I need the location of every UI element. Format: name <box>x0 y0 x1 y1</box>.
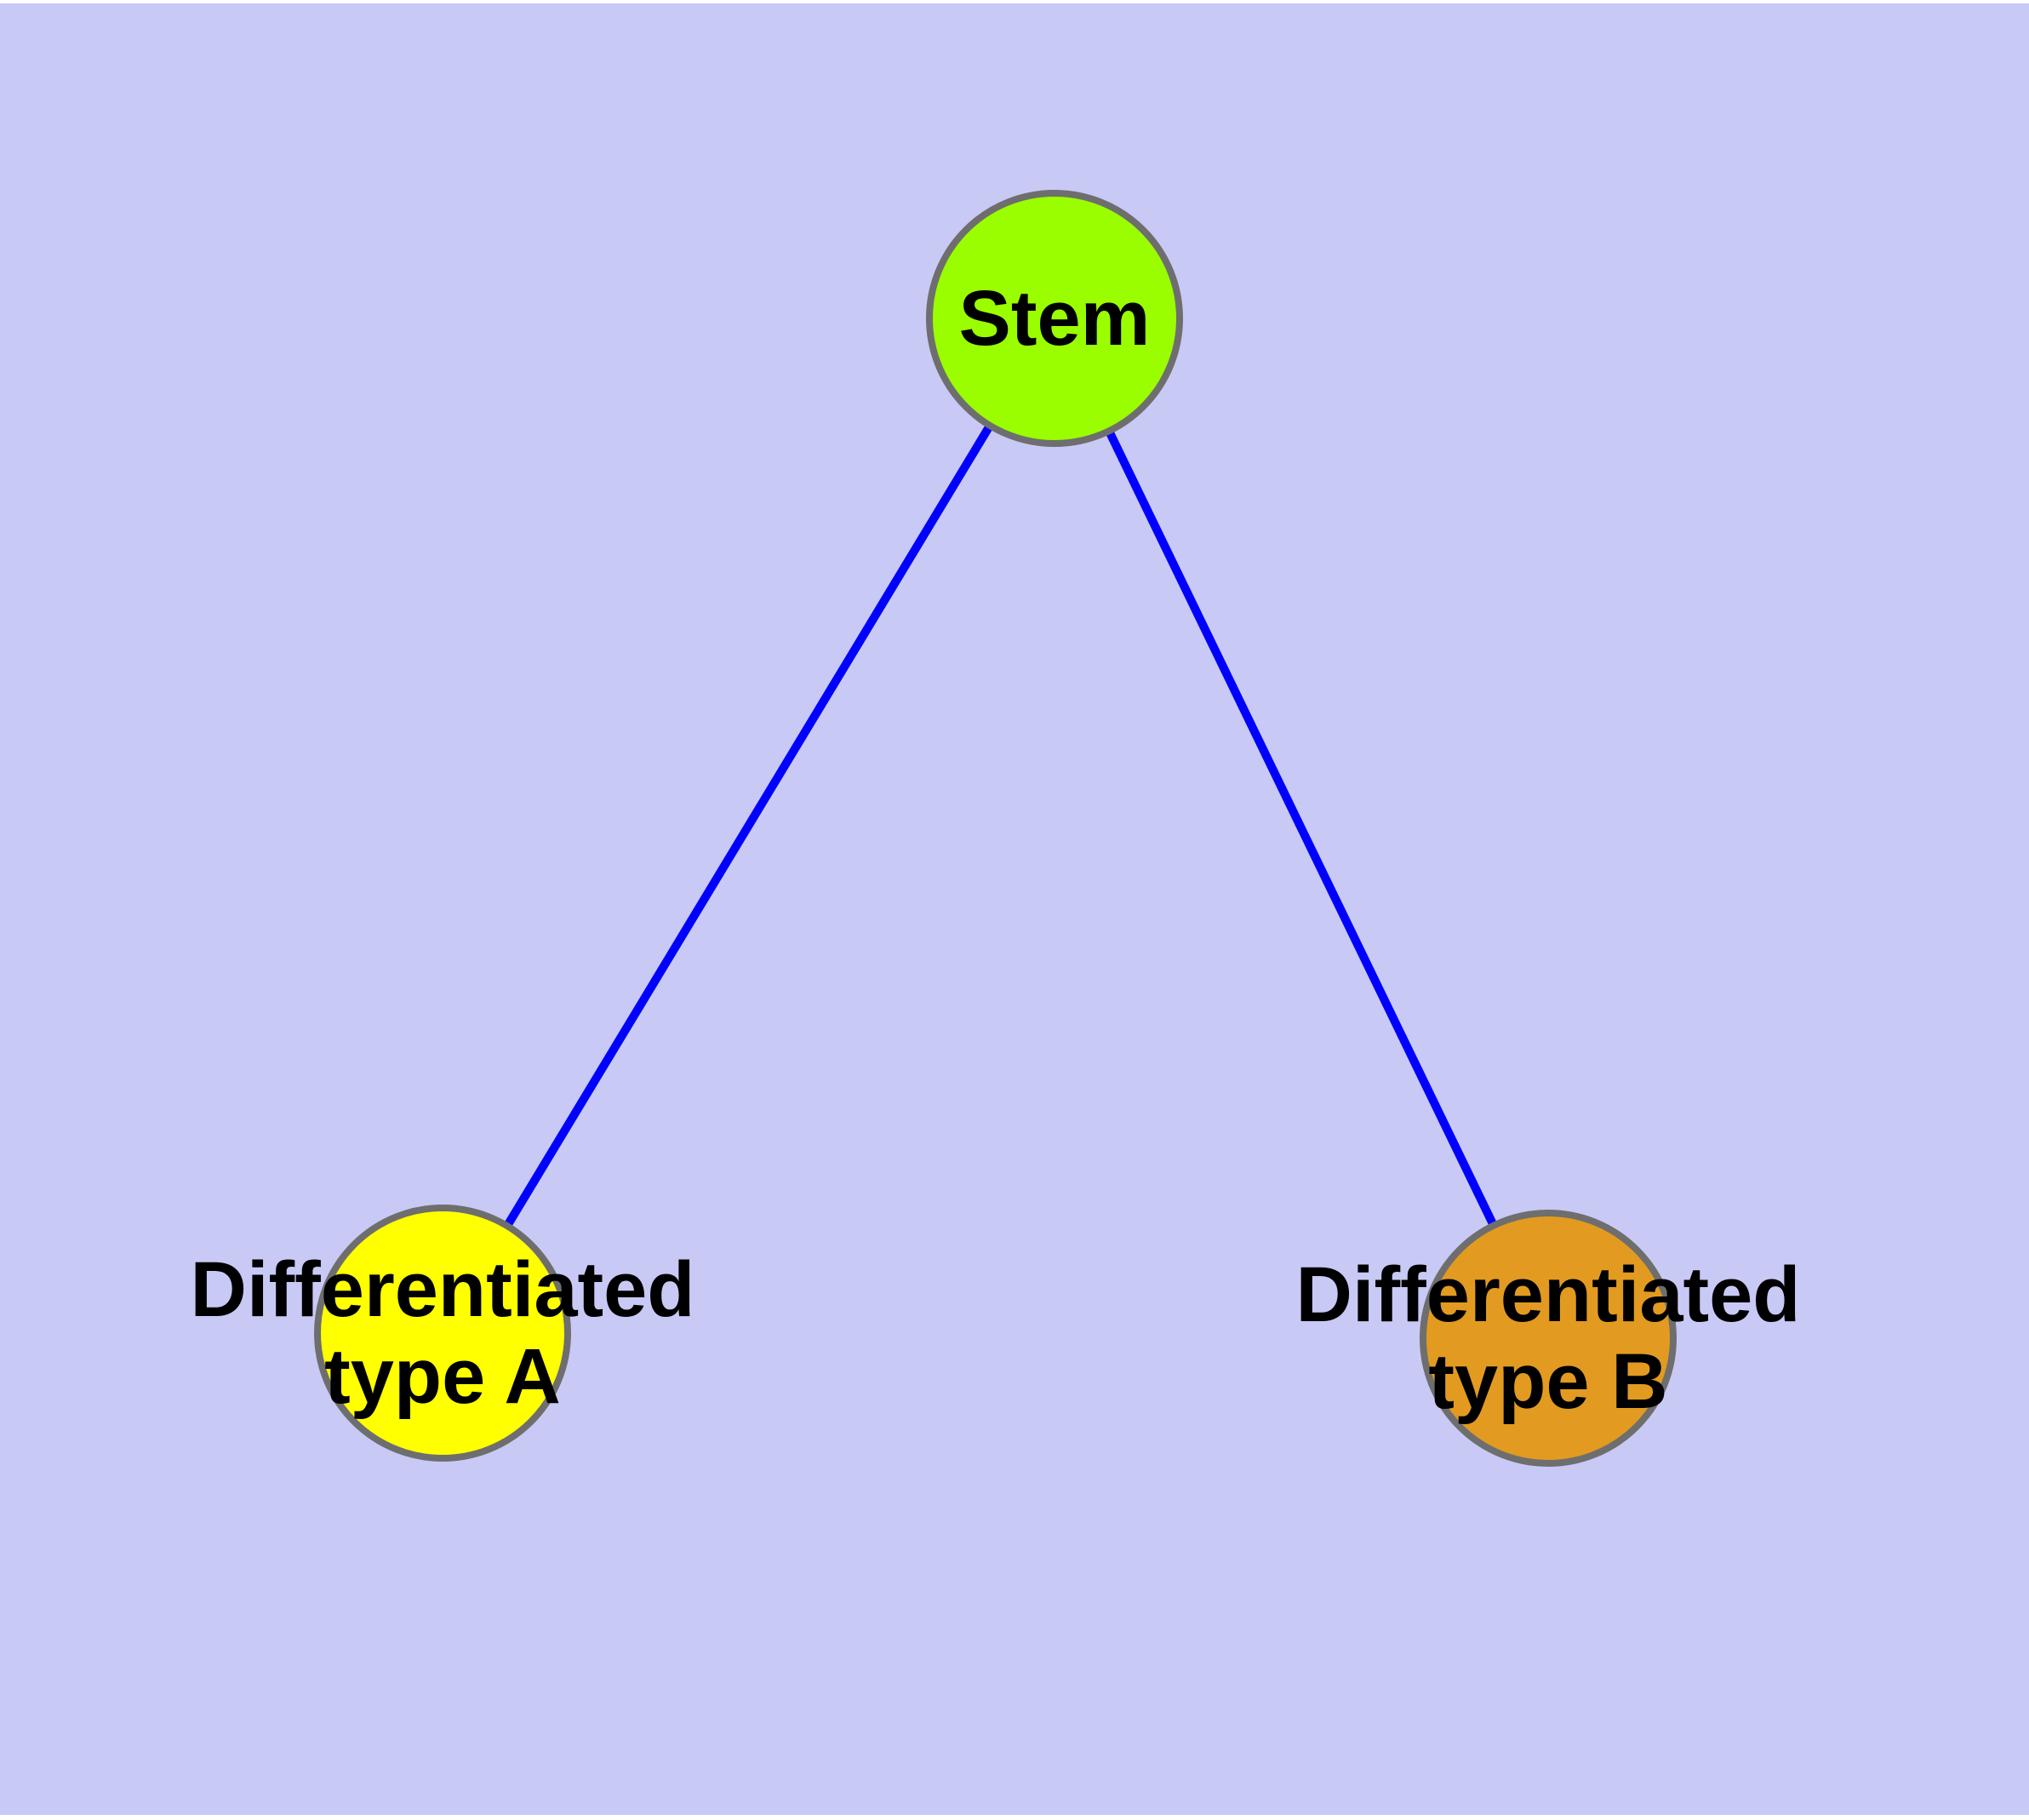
node-typeA-label: Differentiated type A <box>190 1246 695 1420</box>
node-stem-label: Stem <box>958 275 1151 362</box>
node-typeB-label: Differentiated type B <box>1295 1251 1801 1425</box>
node-typeA-circle <box>314 1205 571 1462</box>
node-typeB-circle <box>1420 1210 1677 1467</box>
edge-stem-typeB <box>1050 314 1552 1342</box>
edge-stem-typeA <box>438 314 1059 1337</box>
node-stem-circle <box>926 190 1183 447</box>
